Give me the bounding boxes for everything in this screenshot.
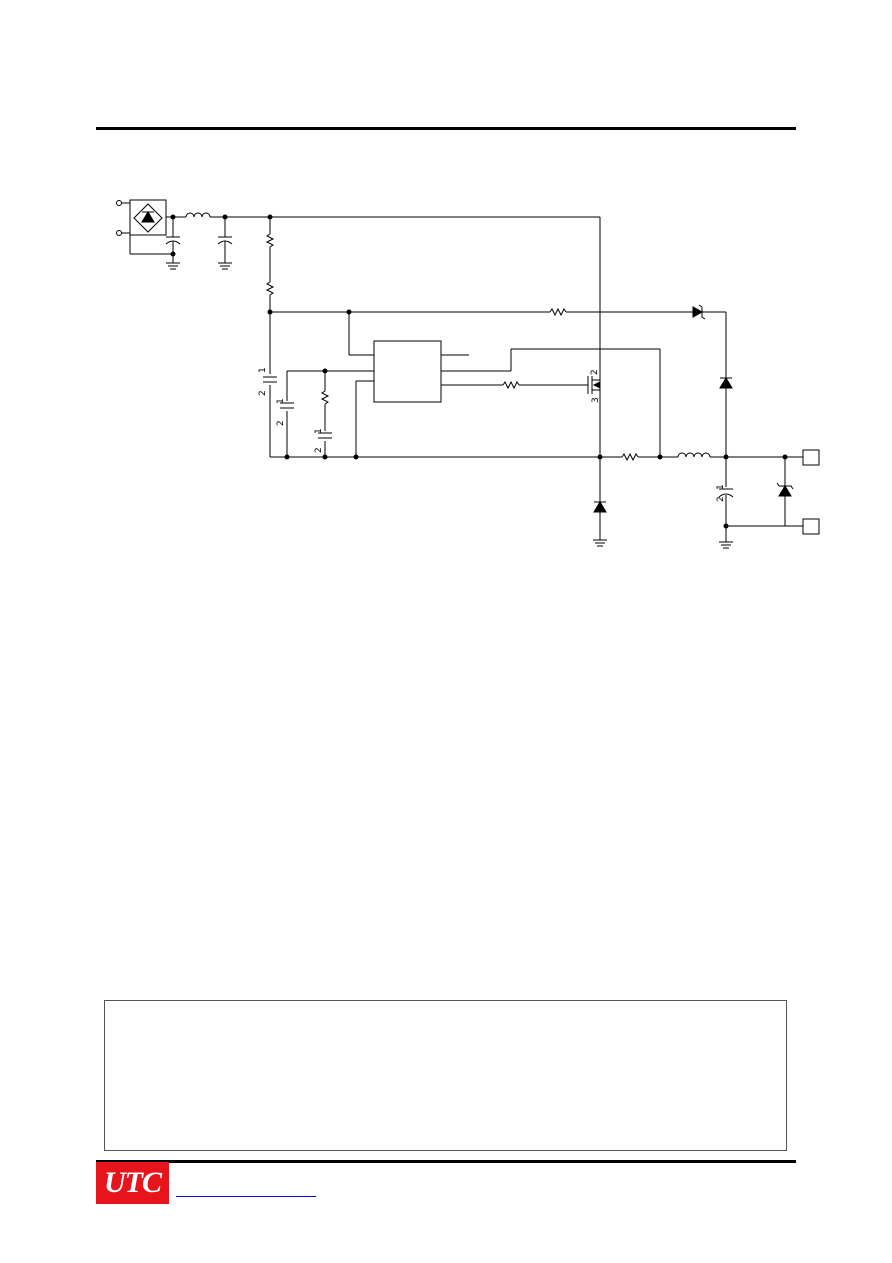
footer-rule (96, 1160, 796, 1163)
input-capacitor-2-icon (217, 217, 233, 263)
application-circuit-schematic: 2 3 1 2 1 2 1 2 1 2 (116, 199, 820, 549)
bridge-rectifier-icon (129, 199, 167, 236)
startup-resistor-1-icon (265, 233, 275, 248)
utc-logo-text: UTC (104, 1166, 162, 1199)
cout-pin-top: 1 (716, 484, 726, 490)
sense-resistor-icon (621, 452, 639, 462)
output-inductor-icon (677, 452, 711, 458)
c1-pin-bottom: 2 (258, 390, 268, 396)
header-rule (96, 127, 796, 130)
timing-capacitor-icon (318, 432, 332, 439)
freewheel-diode-icon (719, 377, 733, 389)
utc-logo: UTC (96, 1162, 169, 1204)
output-terminal-negative (802, 518, 820, 535)
output-terminal-positive (802, 449, 820, 466)
rectifier-diode-icon (593, 501, 607, 513)
ground-icon-4 (719, 541, 733, 549)
timing-resistor-icon (320, 390, 330, 405)
c1-pin-top: 1 (258, 367, 268, 373)
ac-input-terminal-1 (116, 200, 122, 206)
mosfet-pin-source: 3 (591, 397, 601, 403)
startup-resistor-2-icon (265, 281, 275, 296)
zener-diode-icon (692, 304, 706, 320)
c2-pin-top: 1 (276, 398, 286, 404)
comp-capacitor-icon (280, 402, 294, 409)
disclaimer-box (104, 1000, 787, 1151)
c3-pin-bottom: 2 (314, 447, 324, 453)
controller-ic (373, 340, 442, 403)
feedback-resistor-icon (549, 307, 567, 317)
input-inductor-icon (185, 212, 211, 218)
cout-pin-bottom: 2 (716, 496, 726, 502)
gate-resistor-icon (502, 380, 520, 390)
ac-input-terminal-2 (116, 230, 122, 236)
ground-icon-3 (593, 539, 607, 547)
c2-pin-bottom: 2 (276, 420, 286, 426)
output-capacitor-icon (718, 488, 734, 498)
ground-icon-1 (166, 262, 180, 270)
mosfet-pin-drain: 2 (590, 369, 600, 375)
junction-dots (170, 214, 788, 529)
website-link[interactable] (176, 1178, 316, 1197)
ground-icon-2 (218, 262, 232, 270)
vdd-capacitor-icon (263, 376, 277, 383)
power-mosfet-icon (587, 376, 601, 394)
c3-pin-top: 1 (314, 428, 324, 434)
